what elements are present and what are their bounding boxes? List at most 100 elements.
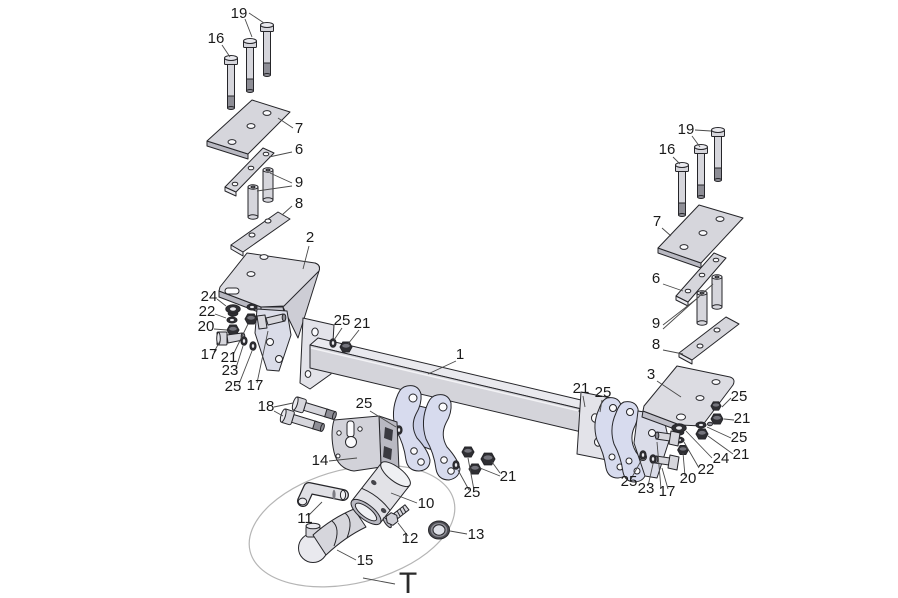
spring-washer-25-right-lower <box>639 450 647 460</box>
packer-strip-8-right <box>678 316 740 365</box>
leader-line <box>661 227 672 237</box>
leader-line <box>221 44 231 58</box>
leader-line <box>427 360 457 375</box>
bolt-19b-left <box>260 22 274 77</box>
detachable-group-ellipse <box>248 464 456 588</box>
part-label-23: 23 <box>638 480 655 497</box>
leader-line <box>707 435 734 455</box>
assembly-marker-label: T <box>399 567 417 598</box>
part-label-25: 25 <box>464 484 481 501</box>
part-label-11: 11 <box>297 510 313 527</box>
leader-line <box>390 492 418 504</box>
leader-line <box>256 185 293 192</box>
leader-line <box>457 469 470 491</box>
locking-pin-handle-11 <box>297 482 349 507</box>
part-label-21: 21 <box>500 468 517 485</box>
part-label-13: 13 <box>468 526 485 543</box>
packer-strip-6-left <box>224 147 275 197</box>
leader-line <box>238 350 253 385</box>
part-label-23: 23 <box>222 362 239 379</box>
leader-line <box>685 430 713 459</box>
part-label-25: 25 <box>731 388 748 405</box>
receiver-bracket-14 <box>331 415 400 472</box>
part-label-16: 16 <box>659 141 676 158</box>
part-label-25: 25 <box>356 395 373 412</box>
neck-housing-tube-10 <box>350 461 411 526</box>
side-bracket-3-right <box>633 365 735 479</box>
hanger-plate-right-rear <box>611 401 647 483</box>
part-label-25: 25 <box>621 473 638 490</box>
nut-cluster-a <box>461 446 475 458</box>
part-label-21: 21 <box>221 349 238 366</box>
leader-line <box>277 117 294 129</box>
spacer-tube-9b-right <box>711 274 723 310</box>
leader-line <box>333 327 343 341</box>
leader-line <box>656 380 682 398</box>
leader-line <box>662 349 684 355</box>
leader-line <box>630 458 643 480</box>
part-label-17: 17 <box>659 483 676 500</box>
leader-line <box>661 467 669 490</box>
leader-line <box>232 323 249 356</box>
flanged-washer-24-left <box>225 304 241 317</box>
leader-line <box>244 18 253 38</box>
bolt-17b-left <box>256 313 287 330</box>
nut-21-right-upper-hex <box>710 413 724 425</box>
leader-line <box>362 577 396 585</box>
leader-line <box>662 283 684 292</box>
leader-line <box>213 340 221 353</box>
part-label-14: 14 <box>312 452 329 469</box>
leader-line <box>369 410 397 428</box>
part-label-6: 6 <box>652 270 660 287</box>
leader-line <box>723 418 735 421</box>
part-label-16: 16 <box>208 30 225 47</box>
part-label-7: 7 <box>653 213 661 230</box>
leader-line <box>248 12 265 24</box>
bolt-19b-right <box>711 127 725 182</box>
leader-line <box>599 399 603 413</box>
spacer-plate-7-right <box>657 204 744 269</box>
hanger-plate-front <box>392 385 431 472</box>
leader-line <box>672 156 681 165</box>
part-label-20: 20 <box>198 318 215 335</box>
nut-21-beam-left <box>339 341 353 353</box>
packer-strip-8-left <box>230 211 291 257</box>
nut-21-right-upper <box>707 421 713 427</box>
leader-line <box>273 410 284 417</box>
spacer-tube-9a-right <box>696 290 708 326</box>
part-label-7: 7 <box>295 120 303 137</box>
part-label-25: 25 <box>225 378 242 395</box>
part-label-9: 9 <box>295 174 303 191</box>
leader-line <box>273 402 294 408</box>
part-label-8: 8 <box>295 195 303 212</box>
part-label-25: 25 <box>731 429 748 446</box>
cover-cap-13 <box>428 520 450 540</box>
spring-washer-23-left <box>240 336 248 346</box>
part-label-21: 21 <box>733 446 750 463</box>
part-label-15: 15 <box>357 552 374 569</box>
spring-washer-23-right <box>649 454 657 464</box>
grease-bolt-12 <box>382 504 410 529</box>
part-label-24: 24 <box>201 288 218 305</box>
part-label-24: 24 <box>713 450 730 467</box>
leader-line <box>397 522 409 537</box>
part-label-25: 25 <box>595 384 612 401</box>
part-label-21: 21 <box>734 410 751 427</box>
leader-line <box>721 397 732 408</box>
spring-washer-25-beam-left <box>329 338 337 348</box>
leader-line <box>214 313 227 319</box>
leader-line <box>467 457 475 491</box>
leader-line <box>491 461 501 474</box>
leader-line <box>347 329 360 345</box>
packer-strip-6-right <box>675 252 727 307</box>
bolt-19a-left <box>243 38 257 93</box>
bolt-19a-right <box>694 144 708 199</box>
part-label-2: 2 <box>306 229 314 246</box>
leader-line <box>656 441 662 490</box>
washer-25-right <box>695 421 707 429</box>
leader-line <box>706 426 732 439</box>
leader-lines <box>213 12 735 585</box>
leader-line <box>582 395 586 408</box>
leader-line <box>336 549 357 561</box>
